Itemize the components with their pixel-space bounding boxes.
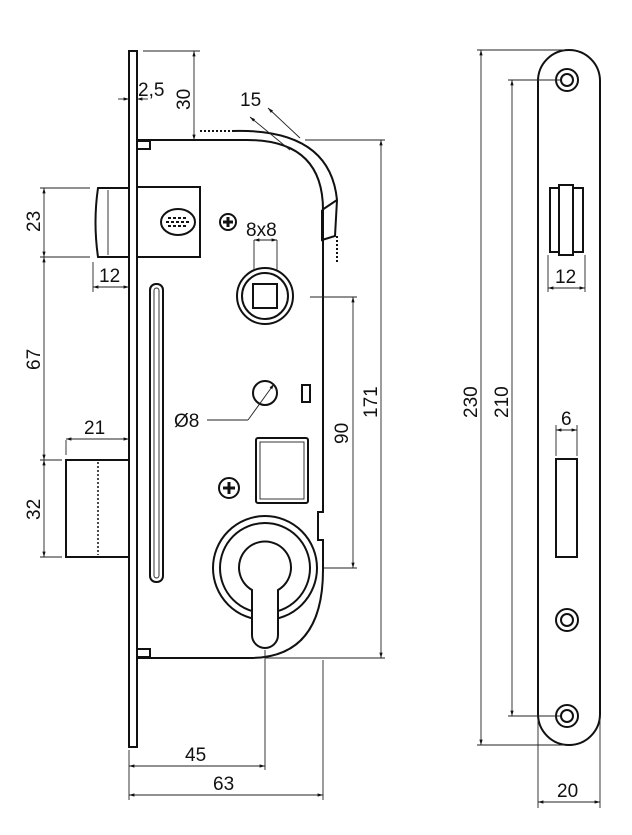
small-slot [301, 384, 311, 403]
latch-spring [160, 208, 196, 236]
faceplate-front [537, 49, 601, 746]
hole-8mm [252, 380, 278, 406]
dim-bolt-height: 32 [24, 499, 45, 520]
screw-hole-icon [555, 608, 579, 632]
guide-slot-inner [153, 287, 160, 579]
dim-plate-bolt-width: 6 [561, 409, 572, 430]
spindle-ring-inner [241, 272, 289, 320]
square-window [255, 437, 309, 504]
dim-body-height: 171 [361, 386, 382, 418]
case-tab-bottom [136, 648, 151, 658]
screw-icon [219, 213, 237, 231]
dim-latch-projection: 12 [99, 266, 120, 287]
dim-bolt-projection: 21 [84, 418, 105, 439]
dim-top-offset: 30 [174, 89, 195, 110]
dim-spindle-square: 8x8 [246, 220, 277, 241]
faceplate-front-view [537, 49, 601, 746]
screw-icon [218, 477, 240, 499]
dim-latch-to-bolt: 67 [24, 349, 45, 370]
dim-latch-height: 23 [24, 211, 45, 232]
guide-slot [149, 283, 164, 583]
spindle-square-hole [252, 283, 278, 309]
spring-coils [166, 217, 190, 227]
dim-handle-to-cylinder: 90 [332, 423, 353, 444]
spindle-ring-outer [236, 267, 294, 325]
faceplate-dimensions: 230 210 12 6 20 [461, 49, 601, 808]
latch-housing [136, 186, 201, 258]
dim-plate-length: 230 [461, 386, 482, 418]
faceplate [128, 50, 138, 748]
dim-lever-width: 15 [240, 90, 261, 111]
lock-case [137, 139, 324, 659]
dim-screw-spacing: 210 [492, 386, 513, 418]
latch-opening [549, 184, 584, 256]
lever-end [321, 199, 338, 242]
dim-body-depth: 63 [213, 774, 234, 795]
latch [94, 187, 129, 258]
deadbolt [65, 459, 130, 558]
case-tab-top [136, 140, 151, 150]
dim-backset: 45 [185, 745, 206, 766]
lever [231, 129, 339, 211]
bolt-opening [555, 458, 578, 558]
dim-faceplate-thickness: 2,5 [138, 80, 164, 101]
dim-plate-width: 20 [557, 781, 578, 802]
lock-body-view [65, 50, 339, 748]
dim-plate-latch-width: 12 [555, 267, 576, 288]
keyhole-profile [238, 540, 292, 649]
square-window-inner [259, 441, 305, 500]
lock-dimensions: 2,5 30 15 23 12 67 8x8 Ø8 21 32 90 [24, 50, 385, 800]
dim-hole-diameter: Ø8 [174, 411, 199, 432]
